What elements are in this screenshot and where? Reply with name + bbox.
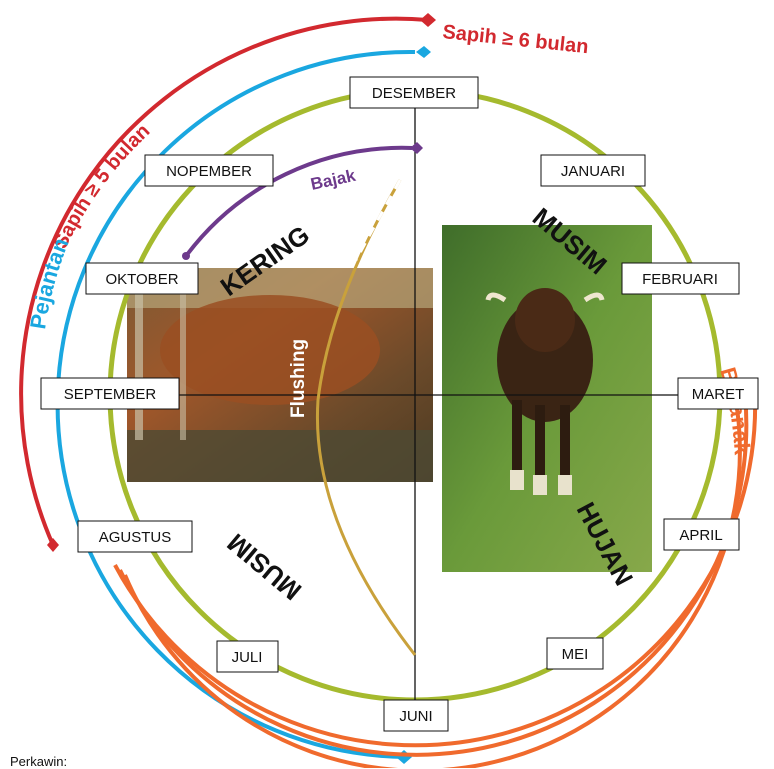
month-april: APRIL [663,518,740,551]
month-oktober: OKTOBER [85,262,199,295]
month-mei: MEI [546,637,604,670]
month-maret-label: MARET [692,386,745,403]
bajak-label: Bajak [309,166,358,194]
month-september-label: SEPTEMBER [64,386,157,403]
month-agustus-label: AGUSTUS [99,529,172,546]
pejantan-top-marker [416,46,431,58]
month-februari-label: FEBRUARI [642,271,718,288]
footer-label: Perkawin: [10,754,68,769]
month-september: SEPTEMBER [40,377,180,410]
sapih-arc [19,16,429,546]
month-nopember-label: NOPEMBER [166,163,252,180]
sapih6-label: Sapih ≥ 6 bulan [441,21,589,58]
month-oktober-label: OKTOBER [105,271,178,288]
bajak-start-marker [182,252,190,260]
month-maret: MARET [677,377,759,410]
month-desember-label: DESEMBER [372,85,456,102]
sapih-start-marker [47,538,59,552]
flushing-curve [315,179,417,656]
month-juli: JULI [216,640,279,673]
month-januari: JANUARI [540,154,646,187]
month-nopember: NOPEMBER [144,154,274,187]
month-agustus: AGUSTUS [77,520,193,553]
season-musim-bottom-label: MUSIM [221,528,307,607]
month-juni-label: JUNI [399,708,432,725]
month-juni: JUNI [383,699,449,732]
bajak-end-marker [410,142,423,154]
cattle-photo-right [442,225,652,572]
bajak-arc [184,145,413,258]
pejantan-bottom-marker [396,750,412,764]
month-juli-label: JULI [232,649,263,666]
cattle-photo-left [127,268,433,482]
month-januari-label: JANUARI [561,163,625,180]
sapih-end-marker [420,13,436,27]
flushing-label: Flushing [288,339,309,418]
month-desember: DESEMBER [349,76,479,109]
month-mei-label: MEI [562,646,589,663]
month-februari: FEBRUARI [621,262,740,295]
month-april-label: APRIL [679,527,722,544]
